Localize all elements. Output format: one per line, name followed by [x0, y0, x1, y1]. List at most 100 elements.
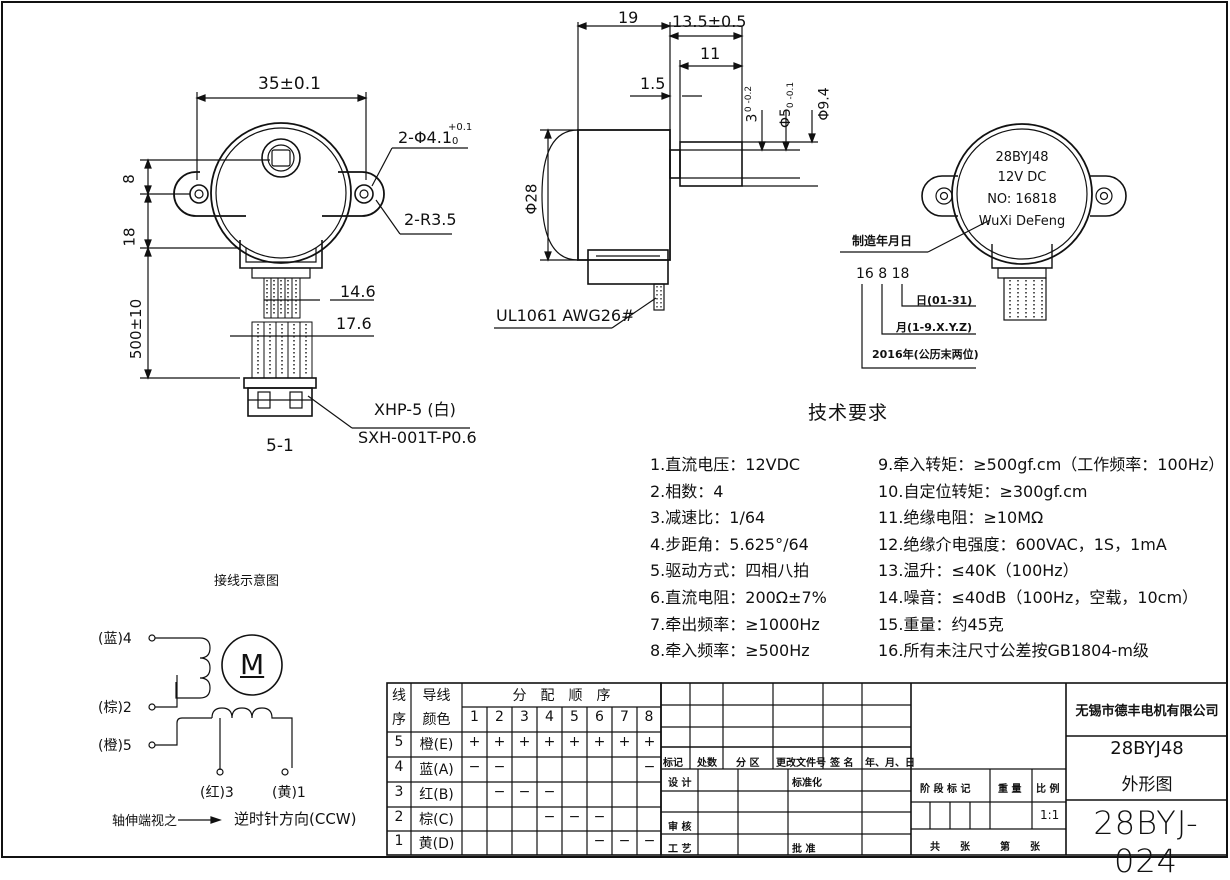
h-line: 线 — [392, 688, 406, 704]
year-legend: 2016年(公历末两位) — [872, 348, 979, 361]
dim-3-tol: 0 -0.2 — [744, 85, 755, 113]
date-code: 16 8 18 — [856, 266, 910, 282]
step-1: 1 — [470, 709, 479, 725]
dim-phi9-4: Φ9.4 — [816, 87, 833, 121]
req-item: 5.驱动方式：四相八拍 — [650, 561, 810, 581]
dim-phi28: Φ28 — [522, 183, 541, 215]
day-legend: 日(01-31) — [916, 294, 973, 307]
req-item: 4.步距角：5.625°/64 — [650, 534, 809, 554]
label-line-1: 28BYJ48 — [995, 150, 1049, 165]
dim-phi5: Φ5 — [777, 108, 794, 128]
seq-cell: − — [643, 833, 656, 849]
seq-row-color: 棕(C) — [419, 812, 454, 828]
wire-orange: (橙)5 — [98, 738, 132, 754]
seq-cell: − — [493, 759, 506, 775]
label-line-2: 12V DC — [997, 170, 1047, 185]
req-item: 10.自定位转矩：≥300gf.cm — [878, 481, 1088, 501]
title-block-grid — [660, 682, 1228, 856]
seq-cell: + — [568, 734, 581, 750]
dim-13-5: 13.5±0.5 — [672, 12, 747, 31]
seq-row-number: 2 — [394, 809, 404, 825]
req-item: 12.绝缘介电强度：600VAC，1S，1mA — [878, 534, 1167, 554]
terminal-label: SXH-001T-P0.6 — [358, 428, 477, 447]
dim-phi5-tol: 0 -0.1 — [786, 81, 797, 109]
step-5: 5 — [570, 709, 579, 725]
seq-cell: − — [593, 809, 606, 825]
tb-mark: 标记 — [663, 758, 683, 769]
seq-row-number: 1 — [394, 833, 404, 849]
tb-total: 共 张 — [930, 842, 970, 853]
seq-cell: + — [618, 734, 631, 750]
wiring-caption-right: 逆时针方向(CCW) — [234, 810, 357, 828]
tb-change-doc: 更改文件号 — [776, 758, 826, 769]
dim-14-6: 14.6 — [340, 282, 376, 301]
seq-cell: + — [468, 734, 481, 750]
step-3: 3 — [520, 709, 529, 725]
seq-row-color: 蓝(A) — [419, 762, 454, 778]
tb-design: 设 计 — [668, 778, 692, 789]
tb-zone: 分 区 — [736, 758, 760, 769]
wire-blue: (蓝)4 — [98, 631, 132, 647]
step-7: 7 — [620, 709, 629, 725]
dim-19: 19 — [618, 8, 639, 27]
company-name: 无锡市德丰电机有限公司 — [1075, 704, 1219, 719]
seq-cell: + — [543, 734, 556, 750]
seq-row-color: 红(B) — [419, 787, 454, 803]
wire-brown: (棕)2 — [98, 700, 132, 716]
motor-symbol: M — [240, 648, 265, 681]
sheet-border — [1, 1, 1228, 858]
req-item: 8.牵入频率：≥500Hz — [650, 641, 810, 661]
tb-process: 工 艺 — [668, 844, 692, 855]
seq-row-color: 橙(E) — [419, 737, 454, 753]
step-6: 6 — [595, 709, 604, 725]
req-item: 15.重量：约45克 — [878, 614, 1004, 634]
tb-standard: 标准化 — [792, 778, 822, 789]
tb-ratio: 比 例 — [1036, 784, 1060, 795]
month-legend: 月(1-9.X.Y.Z) — [896, 321, 973, 334]
seq-cell: + — [593, 734, 606, 750]
connector-label: XHP-5 (白) — [374, 400, 456, 419]
h-wire: 导线 — [422, 688, 451, 704]
req-item: 2.相数：4 — [650, 481, 724, 501]
dim-width: 35±0.1 — [258, 74, 321, 94]
wiring-caption-left: 轴伸端视之 — [112, 814, 178, 829]
dim-8: 8 — [119, 174, 138, 184]
mfg-date-label: 制造年月日 — [852, 234, 913, 248]
front-view — [140, 92, 470, 429]
seq-row-color: 黄(D) — [418, 836, 455, 852]
dim-18: 18 — [120, 227, 139, 247]
dim-hole-tol: +0.1 — [448, 122, 473, 133]
step-2: 2 — [495, 709, 504, 725]
model-name: 28BYJ48 — [1110, 738, 1184, 759]
seq-cell: − — [518, 784, 531, 800]
tb-count: 处数 — [697, 758, 717, 769]
dim-radius: 2-R3.5 — [404, 210, 457, 229]
dim-lead: 500±10 — [127, 298, 146, 360]
seq-cell: − — [618, 833, 631, 849]
req-item: 6.直流电阻：200Ω±7% — [650, 587, 827, 607]
seq-cell: − — [543, 809, 556, 825]
wire-spec: UL1061 AWG26# — [496, 306, 635, 325]
tb-stage: 阶 段 标 记 — [920, 784, 971, 795]
req-item: 11.绝缘电阻：≥10MΩ — [878, 508, 1044, 528]
dim-hole: 2-Φ4.1 — [398, 128, 452, 147]
requirements-left: 1.直流电压：12VDC 2.相数：4 3.减速比：1/64 4.步距角：5.6… — [650, 452, 827, 665]
wiring-title: 接线示意图 — [214, 574, 280, 589]
seq-row-number: 4 — [394, 759, 404, 775]
wiring-diagram — [148, 634, 293, 824]
tb-review: 审 核 — [668, 822, 692, 833]
tb-sheet: 第 张 — [1000, 842, 1040, 853]
dim-3: 3 — [744, 113, 761, 123]
req-item: 7.牵出频率：≥1000Hz — [650, 614, 820, 634]
dim-17-6: 17.6 — [336, 314, 372, 333]
drawing-canvas — [1, 1, 1228, 858]
req-item: 3.减速比：1/64 — [650, 508, 766, 528]
dim-1-5: 1.5 — [640, 74, 666, 93]
drawing-name: 外形图 — [1121, 775, 1173, 795]
h-seq: 序 — [392, 712, 406, 728]
side-view — [494, 22, 818, 329]
wire-red: (红)3 — [200, 785, 234, 801]
label-view — [840, 123, 1127, 369]
step-4: 4 — [545, 709, 554, 725]
label-line-4: WuXi DeFeng — [978, 214, 1066, 229]
